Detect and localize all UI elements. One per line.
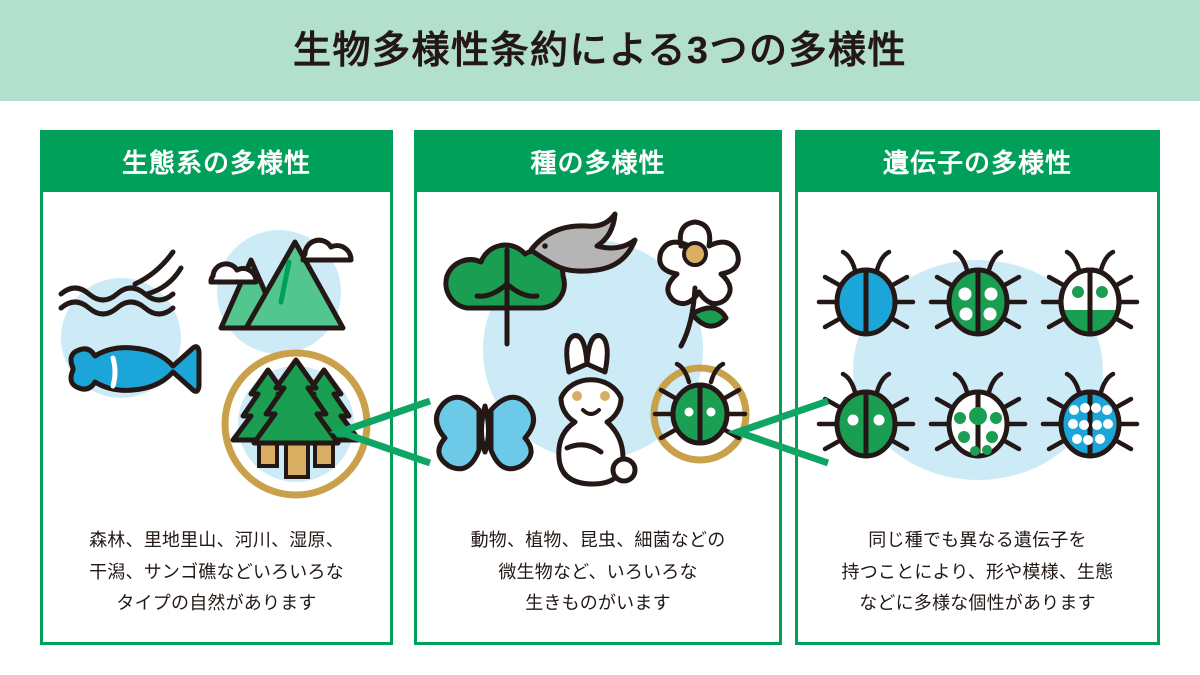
ladybug-white-green-spots-icon (931, 374, 1025, 459)
card-caption-genetic: 同じ種でも異なる遺伝子を 持つことにより、形や模様、生態 などに多様な個性があり… (798, 525, 1157, 620)
caption-line: 生きものがいます (525, 593, 671, 613)
tree-icon (443, 242, 567, 347)
card-species: 種の多様性 (414, 130, 782, 645)
fish-in-water-icon (58, 249, 202, 398)
caption-line: 森林、里地里山、河川、湿原、 (89, 530, 344, 550)
caption-line: 微生物など、いろいろな (498, 561, 698, 582)
ladybug-icon (650, 361, 750, 464)
caption-line: 持つことにより、形や模様、生態 (841, 561, 1114, 582)
card-art-species (417, 192, 779, 522)
rabbit-icon (556, 333, 638, 487)
caption-line: タイプの自然があります (116, 593, 317, 613)
ladybug-green-four-dots-icon (931, 252, 1025, 337)
title-band: 生物多様性条約による3つの多様性 (0, 0, 1200, 101)
flower-icon (657, 219, 741, 349)
card-header-label: 生態系の多様性 (121, 147, 311, 178)
ladybug-green-two-dots-icon (819, 374, 913, 459)
card-ecosystem: 生態系の多様性 (40, 130, 393, 645)
card-art-genetic (798, 192, 1157, 522)
card-caption-species: 動物、植物、昆虫、細菌などの 微生物など、いろいろな 生きものがいます (417, 525, 779, 620)
forest-icon (221, 349, 371, 499)
card-genetic: 遺伝子の多様性 (795, 130, 1160, 645)
page-title: 生物多様性条約による3つの多様性 (293, 29, 907, 72)
caption-line: 同じ種でも異なる遺伝子を (868, 530, 1087, 550)
card-header-ecosystem: 生態系の多様性 (40, 130, 393, 192)
mountains-icon (208, 230, 354, 354)
card-header-label: 種の多様性 (530, 147, 666, 178)
butterfly-icon (434, 394, 536, 472)
card-header-genetic: 遺伝子の多様性 (795, 130, 1160, 192)
ladybug-white-green-half-icon (1043, 252, 1137, 337)
bird-icon (528, 211, 638, 274)
ladybug-blue-plain-icon (819, 252, 913, 337)
caption-line: 干潟、サンゴ礁などいろいろな (89, 561, 344, 582)
card-header-label: 遺伝子の多様性 (882, 147, 1072, 178)
card-header-species: 種の多様性 (414, 130, 782, 192)
card-caption-ecosystem: 森林、里地里山、河川、湿原、 干潟、サンゴ礁などいろいろな タイプの自然がありま… (43, 525, 390, 620)
caption-line: 動物、植物、昆虫、細菌などの (470, 530, 726, 550)
card-art-ecosystem (43, 192, 390, 522)
caption-line: などに多様な個性があります (859, 593, 1096, 613)
ladybug-blue-many-dots-icon (1043, 374, 1137, 459)
